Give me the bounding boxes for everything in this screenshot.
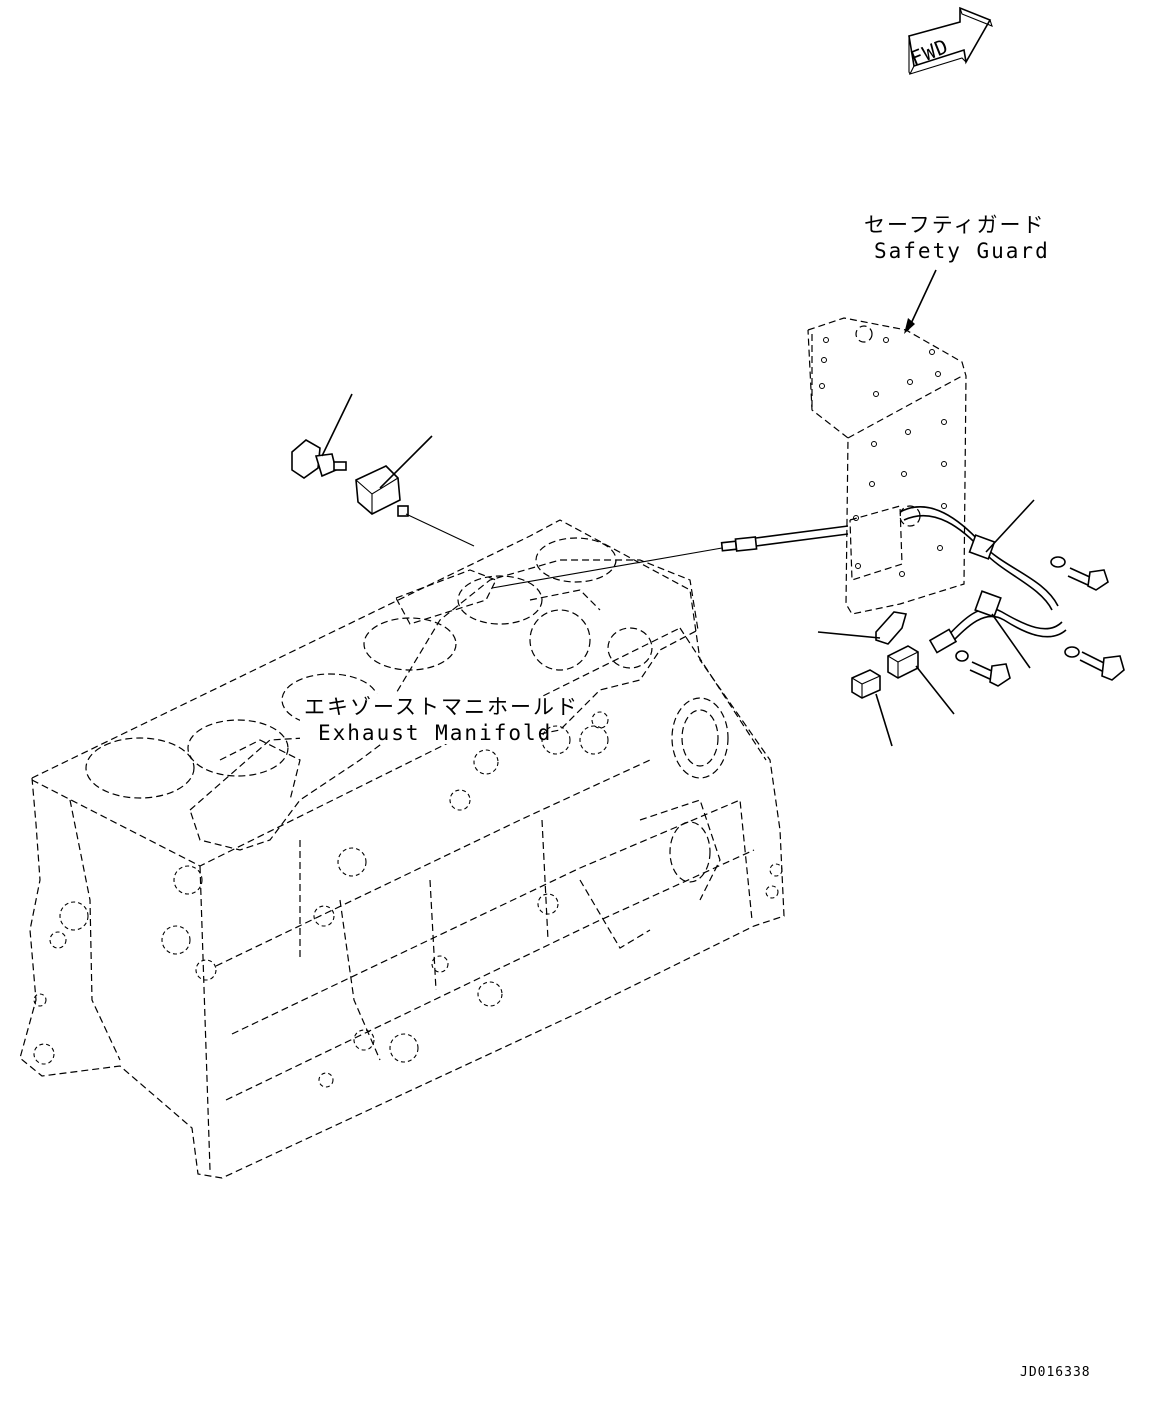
temperature-sensor-probe (491, 525, 849, 589)
bolt-middle (1064, 646, 1125, 681)
exhaust-manifold (189, 559, 699, 851)
fwd-arrow-icon: FWD (907, 6, 993, 75)
leader-lines-right (817, 499, 1035, 747)
bolt-lower (955, 650, 1011, 687)
sensor-harness (899, 506, 1067, 654)
exhaust-manifold-label-bg (300, 694, 540, 744)
exhaust-manifold-label-en: Exhaust Manifold (318, 721, 552, 745)
adapter-fitting (355, 435, 475, 547)
drawing-code: JD016338 (1020, 1365, 1091, 1380)
bolt-upper (1050, 556, 1109, 591)
safety-guard-label-jp: セーフティガード (864, 213, 1045, 237)
safety-guard-leader (907, 269, 937, 331)
pressure-sensor (291, 393, 353, 479)
safety-guard-plate (807, 317, 967, 615)
connector-cap (851, 669, 881, 699)
exhaust-manifold-label-jp: エキゾーストマニホールド (304, 695, 579, 719)
engine-block (19, 519, 785, 1179)
clip-bracket (875, 611, 908, 645)
connector-plug (887, 645, 919, 679)
safety-guard-label-en: Safety Guard (874, 239, 1050, 263)
